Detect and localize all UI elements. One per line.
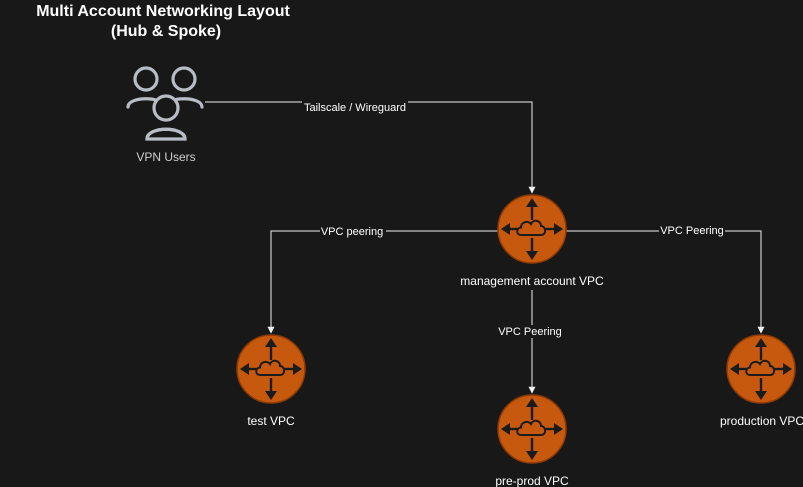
edge-label-vpc-peering-production: VPC Peering (660, 225, 724, 237)
router-icon (497, 394, 567, 464)
node-label-vpn-users: VPN Users (136, 150, 195, 164)
node-test-vpc: test VPC (236, 334, 306, 428)
edge-users-to-management: Tailscale / Wireguard (205, 101, 536, 194)
router-icon (236, 334, 306, 404)
node-label-production: production VPC (720, 414, 803, 428)
router-icon (726, 334, 796, 404)
router-icon (497, 194, 567, 264)
edge-label-vpc-peering-test: VPC peering (321, 226, 383, 238)
edge-label-tailscale: Tailscale / Wireguard (304, 102, 406, 114)
edge-management-to-test: VPC peering (267, 226, 498, 334)
edge-management-to-production: VPC Peering (566, 224, 765, 334)
node-label-test: test VPC (247, 414, 295, 428)
diagram-title-line-1: Multi Account Networking Layout (36, 3, 290, 20)
edge-label-vpc-peering-preprod: VPC Peering (498, 326, 562, 338)
node-label-preprod: pre-prod VPC (495, 474, 569, 487)
node-production-vpc: production VPC (720, 334, 803, 428)
node-vpn-users: VPN Users (126, 66, 204, 164)
node-management-vpc: management account VPC (460, 194, 604, 288)
diagram-title-line-2: (Hub & Spoke) (111, 23, 221, 40)
users-icon (126, 66, 204, 141)
node-preprod-vpc: pre-prod VPC (495, 394, 569, 487)
node-label-management: management account VPC (460, 274, 604, 288)
edge-management-to-preprod: VPC Peering (497, 290, 563, 394)
